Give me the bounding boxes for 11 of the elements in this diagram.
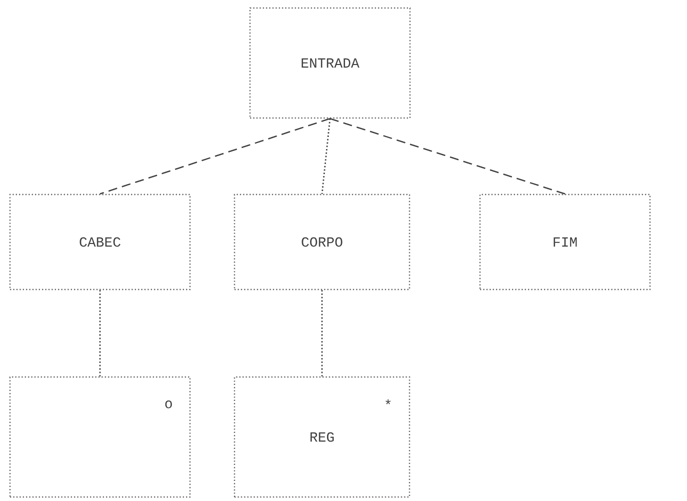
- connector-line: [321, 118, 331, 194]
- structure-box: CABEC: [9, 194, 191, 290]
- structure-box: REG *: [234, 376, 410, 498]
- structure-box: CORPO: [234, 194, 410, 290]
- structure-box: o: [9, 376, 191, 498]
- connector-line: [321, 290, 323, 376]
- connector-line: [99, 290, 101, 376]
- structure-box: ENTRADA: [249, 7, 411, 119]
- structure-box: FIM: [479, 194, 651, 290]
- connector-line: [330, 118, 566, 195]
- connector-line: [100, 118, 330, 195]
